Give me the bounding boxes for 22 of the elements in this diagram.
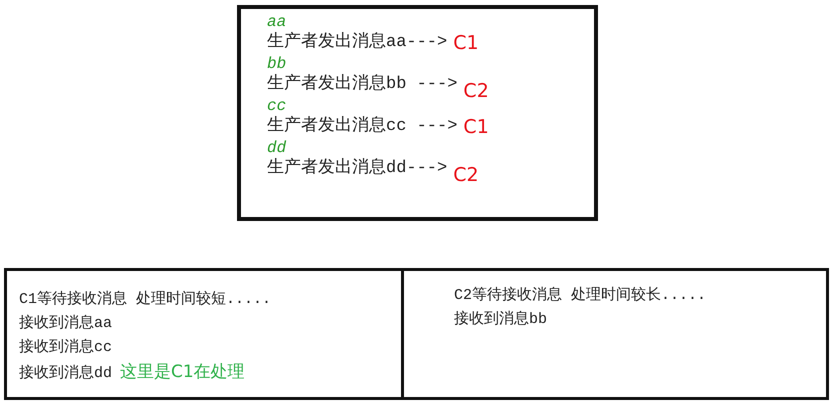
received-message: 接收到消息dd [19,364,112,384]
received-message: 接收到消息bb [454,311,548,328]
message-line: 生产者发出消息aa---> [267,31,448,54]
received-message: 接收到消息aa [19,315,112,332]
consumer-label: C2 [453,165,479,185]
note-text: 这里是C1在处理 [120,361,245,384]
message-line: 生产者发出消息dd---> [267,157,448,180]
message-name: aa [267,13,288,31]
consumer-status: C2等待接收消息 处理时间较长..... [454,287,706,304]
producer-box [237,5,598,221]
consumer-label: C1 [463,115,489,139]
consumer-label: C1 [453,31,479,55]
message-line: 生产者发出消息cc ---> [267,115,458,138]
consumer-status: C1等待接收消息 处理时间较短..... [19,291,272,308]
message-line: 生产者发出消息bb ---> [267,73,458,96]
consumer-label: C2 [463,81,489,101]
consumer-box [4,268,404,400]
message-name: cc [267,97,288,115]
consumer-box [401,268,829,400]
received-message: 接收到消息cc [19,339,112,356]
message-name: bb [267,55,288,73]
message-name: dd [267,139,288,157]
